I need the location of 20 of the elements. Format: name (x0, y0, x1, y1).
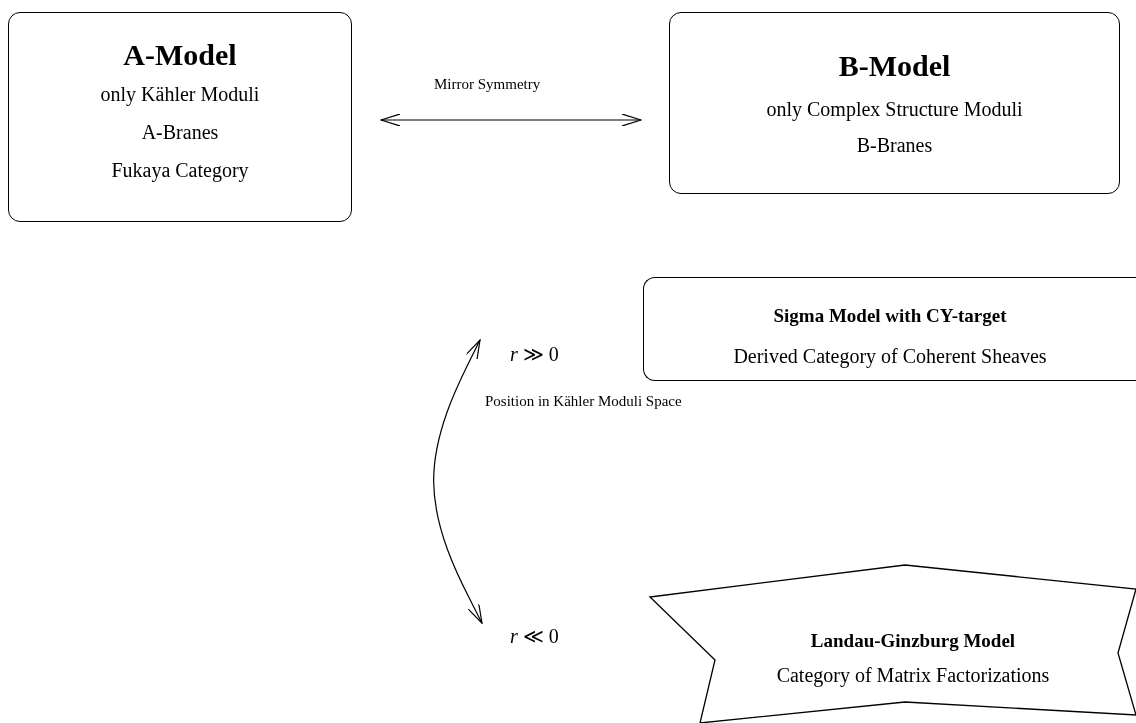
box-heading: B-Model (837, 48, 952, 84)
rounded-box (643, 277, 1136, 381)
edge-label: Position in Kähler Moduli Space (483, 393, 684, 410)
rounded-box (8, 12, 352, 222)
math-label: r ≪ 0 (510, 624, 560, 649)
double-arrow (433, 339, 483, 624)
box-text: A-Branes (140, 120, 220, 145)
rounded-box (669, 12, 1120, 194)
double-arrow (380, 113, 642, 127)
math-label: r ≫ 0 (510, 342, 560, 367)
box-text: Fukaya Category (110, 158, 250, 184)
box-heading: A-Model (122, 37, 238, 73)
box-text: Derived Category of Coherent Sheaves (732, 344, 1048, 370)
box-heading: Sigma Model with CY-target (772, 304, 1008, 328)
edge-label: Mirror Symmetry (432, 76, 543, 93)
box-text: only Kähler Moduli (99, 82, 261, 108)
box-text: only Complex Structure Moduli (765, 97, 1024, 123)
box-heading: Landau-Ginzburg Model (809, 629, 1017, 653)
box-text: B-Branes (855, 133, 934, 158)
box-text: Category of Matrix Factorizations (775, 663, 1051, 689)
